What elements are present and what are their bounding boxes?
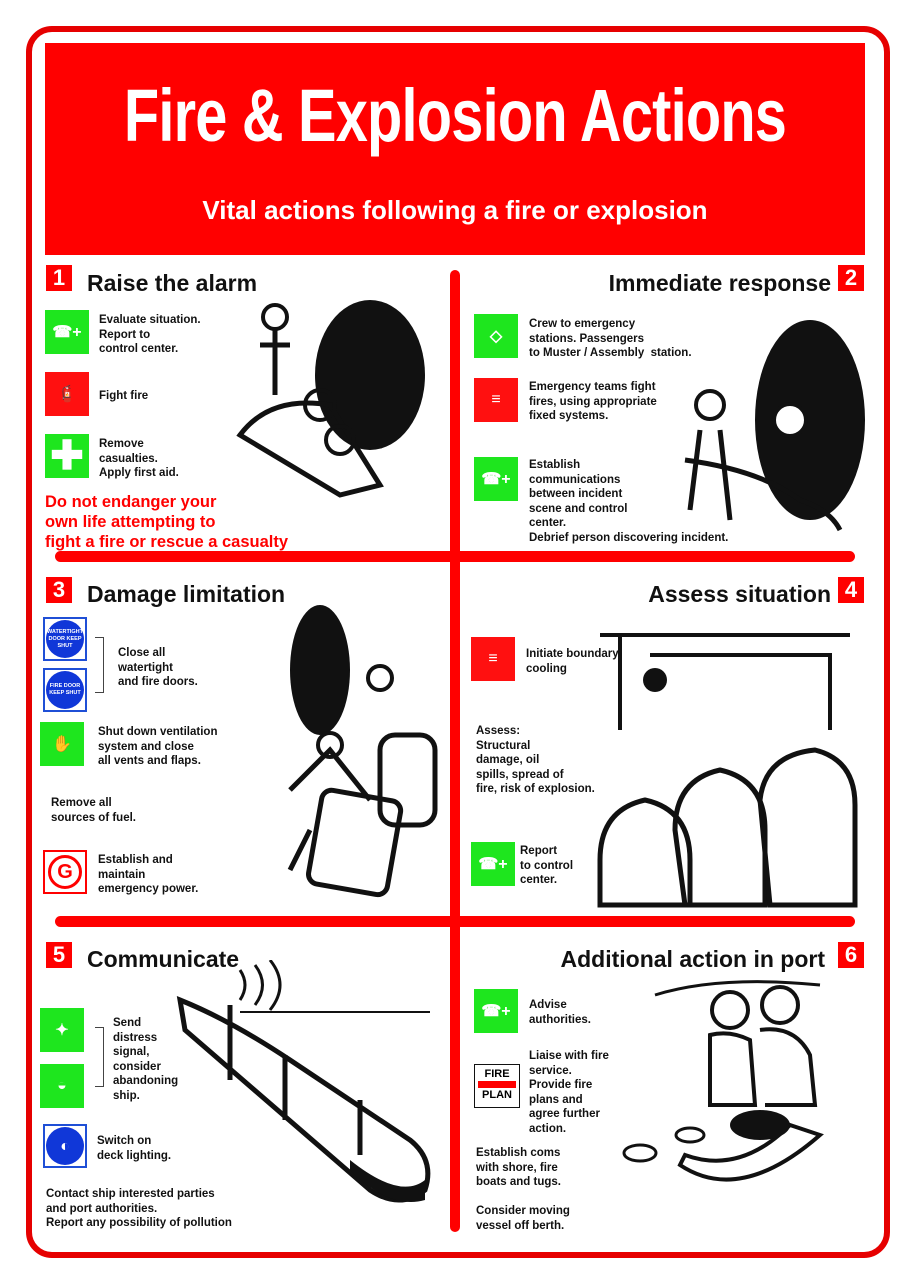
liferaft-icon: ◒ [40, 1064, 84, 1108]
watertight-door-sign: WATERTIGHT DOOR KEEP SHUT [43, 617, 87, 661]
generator-glyph: G [48, 855, 82, 889]
fire-plan-icon: FIRE PLAN [474, 1064, 520, 1108]
distress-signal-icon: ✦ [40, 1008, 84, 1052]
emergency-phone-icon: ☎+ [45, 310, 89, 354]
fire-plan-bottom: PLAN [482, 1089, 512, 1101]
section-title: Assess situation [648, 581, 831, 607]
bracket [95, 637, 104, 693]
item-text: Remove all sources of fuel. [51, 797, 136, 824]
item-text: Shut down ventilation system and close a… [98, 726, 218, 767]
bracket [95, 1027, 104, 1087]
emergency-phone-icon: ☎+ [474, 457, 518, 501]
header-banner: Fire & Explosion Actions Vital actions f… [45, 43, 865, 255]
horizontal-divider [55, 916, 855, 927]
sign-text: WATERTIGHT DOOR KEEP SHUT [46, 620, 84, 658]
ship-deck-lighting-illustration [176, 960, 431, 1203]
item-text: Send distress signal, consider abandonin… [113, 1017, 179, 1102]
item-text: Contact ship interested parties and port… [46, 1188, 232, 1229]
section-title: Additional action in port [560, 946, 825, 972]
drums-illustration [287, 605, 438, 898]
emergency-phone-icon: ☎+ [471, 842, 515, 886]
deck-lighting-icon: ◐ [43, 1124, 87, 1168]
item-text: Close all watertight and fire doors. [118, 647, 198, 688]
item-text: Crew to emergency stations. Passengers t… [529, 318, 692, 359]
item-text: Establish coms with shore, fire boats an… [476, 1147, 561, 1188]
item-text: Initiate boundary cooling [526, 648, 619, 675]
section-number: 3 [46, 577, 72, 603]
fire-extinguisher-icon: 🧯 [45, 372, 89, 416]
inspection-team-illustration [597, 633, 858, 908]
item-text: Advise authorities. [529, 999, 591, 1026]
poster-subtitle: Vital actions following a fire or explos… [202, 195, 708, 225]
assembly-point-icon: ◇ [474, 314, 518, 358]
section-number: 4 [838, 577, 864, 603]
item-text: Establish and maintain emergency power. [98, 854, 199, 895]
section-number: 1 [46, 265, 72, 291]
fire-plan-top: FIRE [484, 1068, 510, 1080]
emergency-phone-icon: ☎+ [474, 989, 518, 1033]
section-title: Damage limitation [87, 581, 286, 607]
vertical-divider [450, 270, 460, 1232]
item-text: Report to control center. [520, 845, 574, 886]
sign-text: FIRE DOOR KEEP SHUT [46, 671, 84, 709]
rescue-illustration [236, 300, 425, 498]
item-text: Remove casualties. Apply first aid. [99, 438, 179, 479]
firefighters-illustration [684, 320, 865, 532]
item-text: Emergency teams fight fires, using appro… [529, 381, 657, 422]
item-text: Assess: Structural damage, oil spills, s… [476, 725, 595, 795]
warning-text: Do not endanger your own life attempting… [45, 493, 289, 551]
fire-hose-icon: ≡ [471, 637, 515, 681]
item-text: Evaluate situation. Report to control ce… [99, 314, 201, 355]
section-title: Communicate [87, 946, 240, 972]
fire-door-sign: FIRE DOOR KEEP SHUT [43, 668, 87, 712]
section-number: 6 [838, 942, 864, 968]
section-title: Immediate response [608, 270, 831, 296]
horizontal-divider [55, 551, 855, 562]
ventilation-shutdown-icon: ✋ [40, 722, 84, 766]
item-text: Switch on deck lighting. [97, 1135, 172, 1162]
item-text: Fight fire [99, 390, 149, 402]
poster-title: Fire & Explosion Actions [123, 74, 787, 157]
port-liaison-illustration [622, 980, 824, 1182]
fire-hose-icon: ≡ [474, 378, 518, 422]
item-text: Establish communications between inciden… [529, 459, 729, 544]
section-number: 5 [46, 942, 72, 968]
section-title: Raise the alarm [87, 270, 258, 296]
section-number: 2 [838, 265, 864, 291]
item-text: Liaise with fire service. Provide fire p… [529, 1050, 609, 1135]
first-aid-icon: ✚ [45, 434, 89, 478]
item-text: Consider moving vessel off berth. [476, 1205, 570, 1232]
poster-border [26, 26, 890, 1258]
generator-icon: G [43, 850, 87, 894]
